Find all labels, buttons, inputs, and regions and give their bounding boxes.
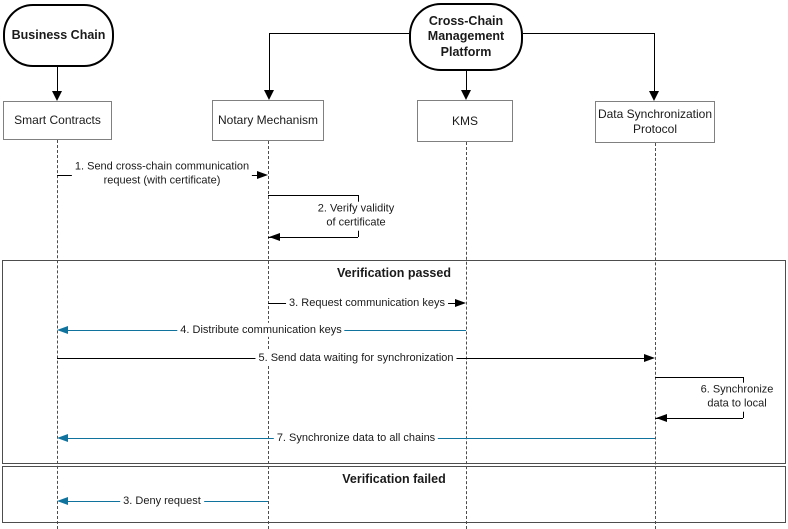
arrowhead-down-icon [52,91,62,101]
arrowhead-right-icon [455,299,466,307]
connector-platform-to-datasync-v [654,33,655,93]
arrowhead-left-icon [656,414,667,422]
platform-oval: Cross-Chain Management Platform [409,3,523,71]
frame-verification-passed: Verification passed [2,260,786,464]
message-6-loop-top [655,377,743,378]
arrowhead-left-icon [57,434,68,442]
lifeline-data-sync [655,143,656,529]
connector-platform-to-datasync-h [523,33,654,34]
actor-data-sync-protocol: Data Synchronization Protocol [595,101,715,143]
business-chain-oval: Business Chain [3,4,114,67]
lifeline-smart-contracts [57,140,58,529]
frame-passed-title: Verification passed [337,266,451,280]
arrowhead-down-icon [649,91,659,101]
lifeline-kms [466,142,467,529]
arrowhead-left-icon [57,497,68,505]
message-2-loop-bottom [268,237,358,238]
actor-kms: KMS [417,100,513,142]
connector-platform-to-notary-v [269,33,270,92]
connector-platform-to-kms [466,71,467,92]
message-5-label: 5. Send data waiting for synchronization [255,350,457,366]
arrowhead-right-icon [257,171,268,179]
message-1-label: 1. Send cross-chain communication reques… [71,159,253,189]
arrowhead-down-icon [461,90,471,100]
message-4-label: 4. Distribute communication keys [177,322,345,338]
message-3-label: 3. Request communication keys [286,295,448,311]
arrowhead-left-icon [269,233,280,241]
connector-platform-to-notary-h [269,33,409,34]
message-7-label: 7. Synchronize data to all chains [273,430,439,446]
message-6-label: 6. Synchronize data to local [697,382,777,412]
frame-failed-title: Verification failed [342,472,446,486]
message-2-label: 2. Verify validity of certificate [314,201,398,231]
message-6-loop-bottom [655,418,743,419]
message-8-label: 3. Deny request [120,493,204,509]
business-chain-label: Business Chain [11,27,106,42]
actor-notary-mechanism: Notary Mechanism [212,100,324,141]
platform-label: Cross-Chain Management Platform [427,13,505,59]
connector-business-to-contracts [57,67,58,93]
frame-verification-failed: Verification failed [2,466,786,523]
message-2-loop-top [268,195,358,196]
arrowhead-right-icon [644,354,655,362]
actor-smart-contracts: Smart Contracts [3,101,112,140]
arrowhead-down-icon [264,90,274,100]
arrowhead-left-icon [57,326,68,334]
